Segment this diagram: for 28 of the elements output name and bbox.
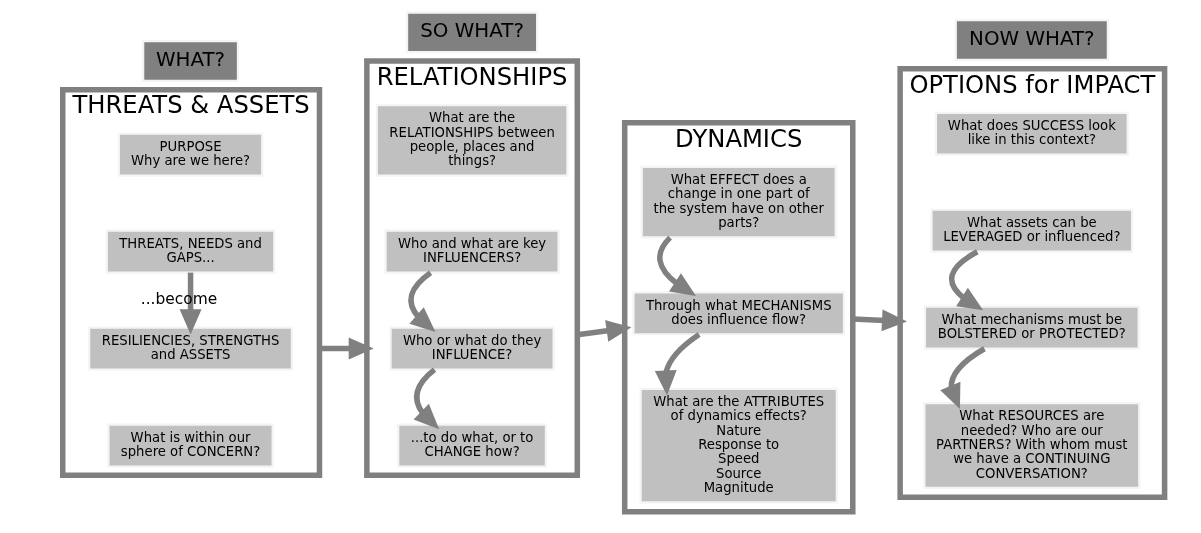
node-box: What is within our sphere of CONCERN? (106, 423, 274, 468)
arrow (852, 309, 907, 332)
node-box: ...to do what, or to CHANGE how? (396, 423, 547, 468)
node-box: What assets can be LEVERAGED or influenced? (929, 208, 1133, 253)
edge-label: ...become (140, 290, 217, 309)
arrow (656, 235, 696, 296)
node-box: NOW WHAT? (954, 19, 1109, 61)
node-box: What mechanisms must be BOLSTERED or PROTECTED? (923, 305, 1140, 350)
arrow (413, 367, 439, 430)
node-box: THREATS, NEEDS and GAPS... (105, 229, 275, 274)
node-box: What does SUCCESS look like in this context? (934, 111, 1129, 156)
node-box: RESILIENCIES, STRENGTHS and ASSETS (87, 326, 293, 371)
node-box: Who or what do they INFLUENCE? (388, 326, 555, 371)
node-box: SO WHAT? (405, 11, 538, 54)
arrow (179, 272, 202, 335)
node-box: What are the RELATIONSHIPS between people, places and things? (375, 104, 568, 177)
node-box: PURPOSE Why are we here? (117, 132, 263, 177)
node-box: Through what MECHANISMS does influence flow? (631, 291, 845, 336)
arrow (654, 332, 701, 396)
arrow (407, 270, 435, 332)
node-box: What EFFECT does a change in one part of the system have on other parts? (640, 165, 837, 239)
node-box: WHAT? (141, 40, 239, 82)
arrow (939, 346, 986, 410)
node-box: Who and what are key INFLUENCERS? (384, 229, 560, 274)
node-box: What are the ATTRIBUTES of dynamics effects? Nature Response to Speed Source Magnitude (639, 387, 838, 504)
node-box: What RESOURCES are needed? Who are our PARTNERS? With whom must we have a CONTINUING CONVERSATION? (922, 402, 1140, 490)
arrow (319, 337, 374, 360)
arrow (948, 249, 983, 311)
